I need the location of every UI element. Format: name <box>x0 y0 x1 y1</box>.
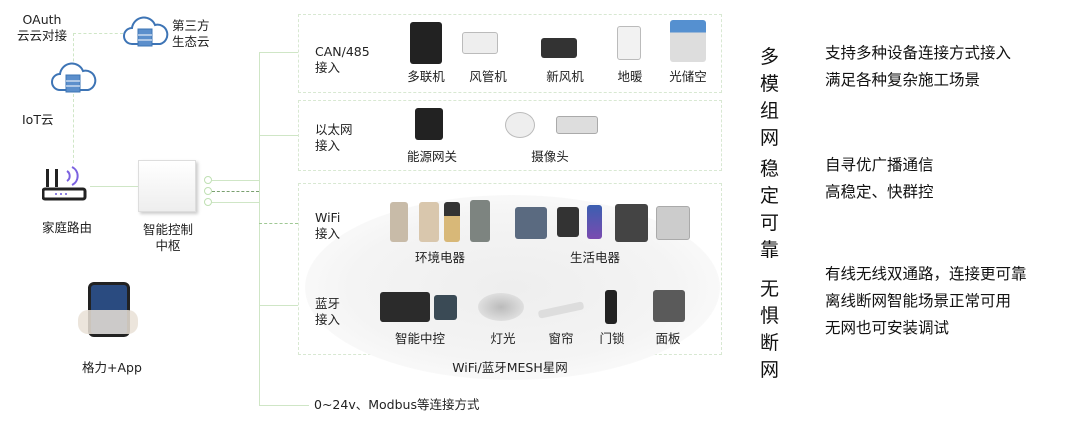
iot-cloud-icon <box>51 62 97 93</box>
third-party-cloud-icon <box>123 16 169 47</box>
humidifier-image <box>419 202 439 242</box>
bt-link <box>259 305 298 306</box>
oauth-link <box>73 33 123 34</box>
wired-link <box>259 405 309 406</box>
floor-heat-image <box>617 26 641 60</box>
router-hub-link <box>90 186 138 187</box>
group-label: 生活电器 <box>569 250 620 265</box>
fridge-image <box>587 205 602 239</box>
vrf-image <box>410 22 442 64</box>
solar-ac-image <box>670 20 706 62</box>
device-label: 风管机 <box>469 69 507 84</box>
device-label: 新风机 <box>546 69 584 84</box>
device-label: 门锁 <box>599 331 625 346</box>
device-label: 地暖 <box>617 69 643 84</box>
ethernet-label: 以太网接入 <box>315 122 353 153</box>
hub-port <box>204 176 212 184</box>
wired-label: 0~24v、Modbus等连接方式 <box>314 397 480 412</box>
device-label: 光储空 <box>669 69 707 84</box>
device-label: 灯光 <box>490 331 516 346</box>
door-lock-image <box>605 290 617 324</box>
port-link-1 <box>212 180 259 181</box>
dehumidifier-image <box>470 200 490 242</box>
energy-gateway-image <box>415 108 443 140</box>
smart-panel-small-image <box>434 295 457 320</box>
hub-label: 智能控制中枢 <box>142 222 193 253</box>
can-link <box>259 52 298 53</box>
light-image <box>478 293 524 321</box>
router-label: 家庭路由 <box>42 220 93 235</box>
router-icon <box>42 166 87 201</box>
fan-image <box>444 202 460 242</box>
hub-device-image <box>138 160 196 212</box>
device-label: 窗帘 <box>548 331 574 346</box>
device-label: 多联机 <box>407 69 445 84</box>
ethernet-box <box>298 100 722 171</box>
bullet-camera-image <box>556 116 598 134</box>
mesh-ellipse <box>305 195 720 380</box>
air-purifier-image <box>390 202 408 242</box>
mesh-label: WiFi/蓝牙MESH星网 <box>452 360 568 375</box>
third-party-cloud-label: 第三方生态云 <box>172 18 210 49</box>
device-label: 智能中控 <box>394 331 445 346</box>
bluetooth-label: 蓝牙接入 <box>315 296 341 327</box>
iot-cloud-label: IoT云 <box>22 112 54 127</box>
bus-line <box>259 52 260 405</box>
dome-camera-image <box>505 112 535 138</box>
device-label: 能源网关 <box>406 149 457 164</box>
port-link-2 <box>212 191 259 192</box>
hub-port <box>204 187 212 195</box>
hand-image <box>78 310 138 334</box>
washer-image <box>615 204 648 242</box>
device-label: 摄像头 <box>531 149 569 164</box>
group-label: 环境电器 <box>414 250 465 265</box>
hub-port <box>204 198 212 206</box>
cloud-link <box>73 33 74 163</box>
switch-panel-image <box>653 290 685 322</box>
eth-link <box>259 135 298 136</box>
wifi-link <box>259 223 298 224</box>
can-box <box>298 14 722 93</box>
port-link-3 <box>212 202 259 203</box>
app-label: 格力+App <box>82 360 142 375</box>
oven-image <box>515 207 547 239</box>
steam-oven-image <box>656 206 690 240</box>
rice-cooker-image <box>557 207 579 237</box>
duct-ac-image <box>462 32 498 54</box>
fresh-air-image <box>541 38 577 58</box>
device-label: 面板 <box>655 331 681 346</box>
smart-panel-image <box>380 292 430 322</box>
